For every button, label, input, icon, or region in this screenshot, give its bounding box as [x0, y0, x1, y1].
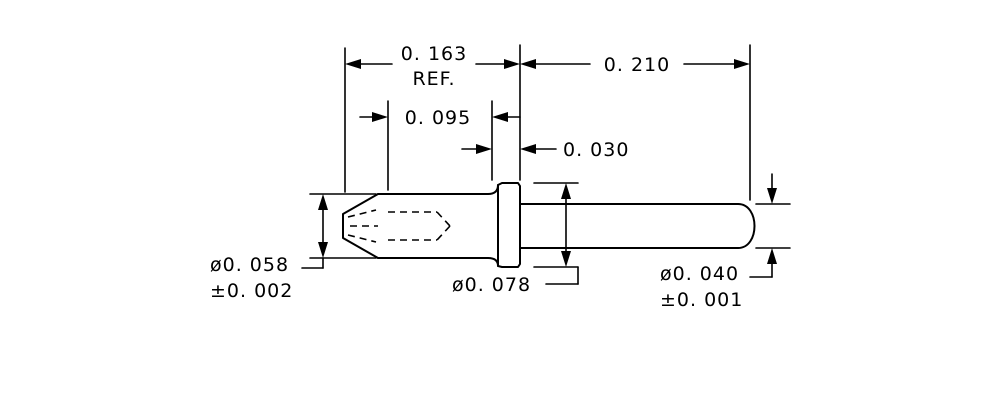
- part-outline: [342, 182, 756, 268]
- dim-body-diameter: ø0. 058 ±0. 002: [210, 194, 328, 302]
- collar-fillet-bottom: [487, 257, 499, 267]
- overall-ref-value: 0. 163: [401, 43, 467, 65]
- body-diameter-value: ø0. 058: [210, 254, 289, 276]
- dim-pin-diameter: ø0. 040 ±0. 001: [660, 173, 777, 311]
- dim-collar-diameter: ø0. 078: [452, 183, 579, 296]
- dim-socket-depth: 0. 095: [359, 107, 521, 129]
- pin-diameter-tolerance: ±0. 001: [660, 289, 743, 311]
- body-chamfer: [342, 193, 379, 259]
- collar-fillet-top: [487, 184, 499, 195]
- collar-diameter-value: ø0. 078: [452, 274, 531, 296]
- dim-collar-width: 0. 030: [461, 139, 629, 161]
- hidden-socket: [347, 209, 451, 243]
- body-diameter-tolerance: ±0. 002: [210, 280, 293, 302]
- overall-ref-note: REF.: [412, 68, 455, 90]
- pin-rounded-tip: [737, 203, 756, 249]
- extension-lines: [309, 44, 791, 268]
- dim-pin-length: 0. 210: [520, 54, 750, 76]
- pin-diameter-value: ø0. 040: [660, 263, 739, 285]
- collar-width-value: 0. 030: [563, 139, 629, 161]
- dim-overall-ref: 0. 163 REF.: [345, 43, 520, 90]
- pin-length-value: 0. 210: [604, 54, 670, 76]
- socket-depth-value: 0. 095: [405, 107, 471, 129]
- collar: [497, 182, 521, 268]
